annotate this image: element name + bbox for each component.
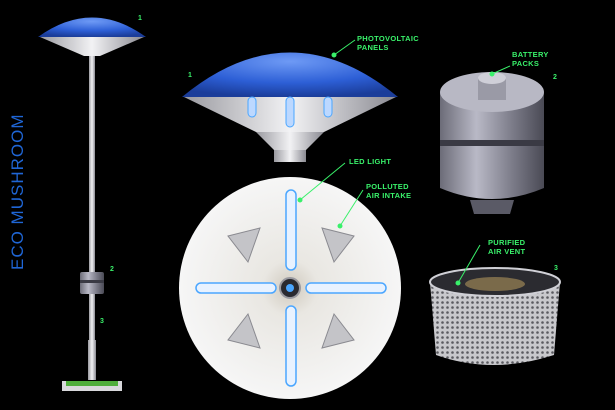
air-intake-bottom-right: [321, 312, 355, 349]
canopy-collar: [274, 150, 306, 162]
air-vent-mesh: [429, 267, 561, 365]
led-strip-right: [305, 282, 387, 294]
number-battery: 2: [553, 74, 557, 81]
photovoltaic-canopy: [182, 52, 398, 162]
mesh-cylinder: [430, 282, 560, 365]
lamp-canopy-underside: [40, 37, 144, 56]
battery-seam: [440, 140, 544, 146]
number-lamp-low: 3: [100, 318, 104, 325]
air-intake-bottom-left: [227, 312, 261, 349]
air-intake-top-left: [227, 227, 261, 264]
number-lamp-top: 1: [138, 15, 142, 22]
photovoltaic-panel-dome: [182, 52, 398, 97]
lamp-pole: [89, 56, 95, 356]
air-intake-top-right: [321, 227, 355, 264]
bottom-view-disc: [179, 177, 401, 399]
led-strip-top: [285, 189, 297, 271]
number-lamp-mid: 2: [110, 266, 114, 273]
lamp-vent-section: [88, 340, 96, 380]
number-canopy: 1: [188, 72, 192, 79]
led-strip-bottom: [285, 305, 297, 387]
lamp-dome: [38, 17, 146, 37]
label-led-light: LED LIGHT: [349, 157, 392, 166]
leader-lines: [297, 39, 511, 286]
lamp-full-view: [38, 17, 146, 391]
number-vent: 3: [554, 265, 558, 272]
battery-pack: [440, 72, 544, 214]
led-strip-left: [195, 282, 277, 294]
